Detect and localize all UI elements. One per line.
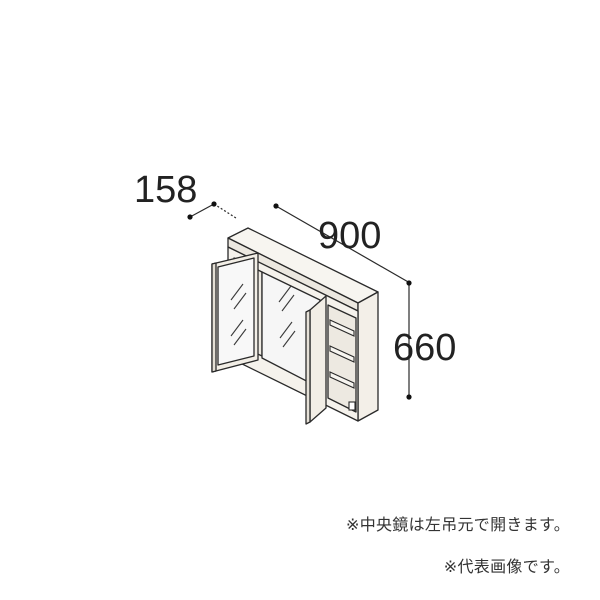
dimension-dot bbox=[187, 214, 193, 220]
reflection-mark bbox=[278, 285, 292, 303]
reflection-mark bbox=[233, 328, 247, 346]
center-door bbox=[305, 295, 327, 425]
dimension-dot bbox=[406, 280, 412, 286]
dimension-dots bbox=[187, 201, 412, 400]
reflection-mark bbox=[230, 319, 244, 337]
reflection-mark bbox=[279, 321, 293, 339]
dimension-dot bbox=[273, 203, 279, 209]
dimension-lines bbox=[189, 203, 411, 397]
left-door-edge bbox=[211, 262, 217, 373]
left-door bbox=[211, 252, 259, 373]
left-door-mirror bbox=[217, 257, 255, 366]
width-label: 900 bbox=[318, 215, 381, 257]
reflection-mark bbox=[233, 292, 247, 310]
width-dimension-line bbox=[275, 205, 411, 284]
reflection-mark bbox=[282, 330, 296, 348]
height-label: 660 bbox=[393, 327, 456, 369]
center-door-panel bbox=[309, 295, 327, 423]
center-door-edge bbox=[305, 309, 311, 425]
reflection-mark bbox=[230, 283, 244, 301]
shelf bbox=[329, 319, 355, 337]
depth-label: 158 bbox=[134, 169, 197, 211]
shelf bbox=[329, 345, 355, 363]
outlet-icon bbox=[348, 401, 356, 411]
note-center-mirror-hinge: ※中央鏡は左吊元で開きます。 bbox=[345, 515, 570, 534]
depth-extension-line bbox=[213, 203, 237, 219]
dimension-dot bbox=[211, 201, 217, 207]
depth-dimension-line bbox=[189, 203, 215, 218]
dimension-dot bbox=[406, 394, 412, 400]
note-representative-image: ※代表画像です。 bbox=[443, 557, 570, 576]
right-shelves bbox=[329, 319, 356, 411]
mirror-reflections bbox=[230, 283, 296, 348]
reflection-mark bbox=[281, 294, 295, 312]
shelf bbox=[329, 371, 355, 389]
cabinet-side-panel bbox=[357, 291, 379, 422]
